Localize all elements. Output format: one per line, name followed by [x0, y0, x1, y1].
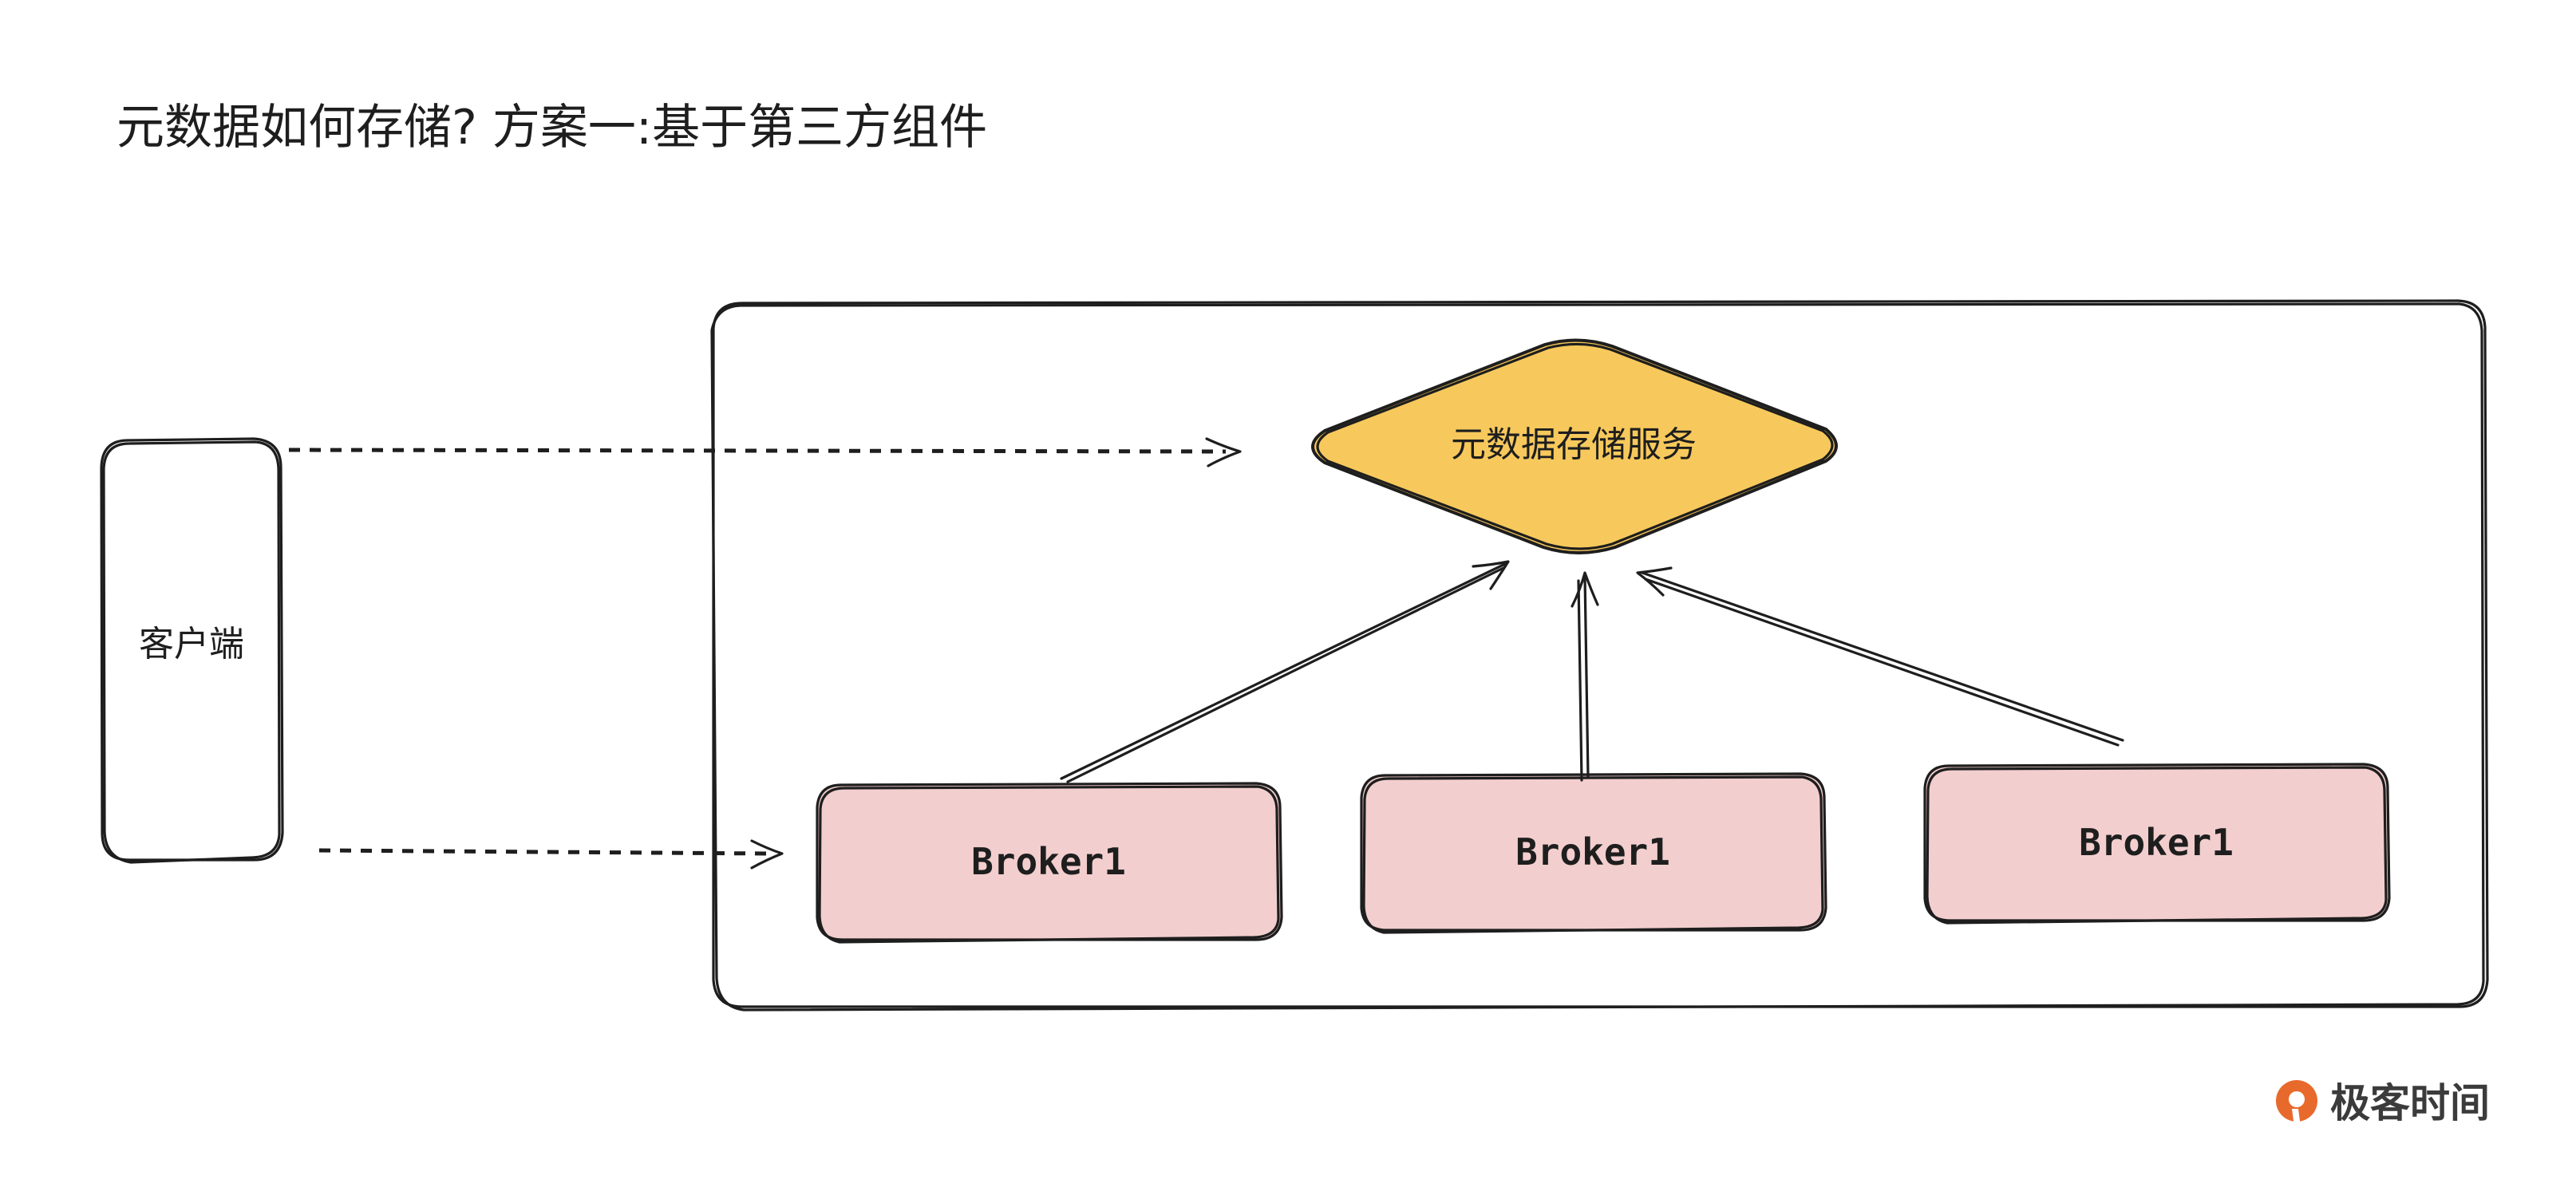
metadata-service-node [1311, 338, 1838, 554]
broker-label-1: Broker1 [971, 840, 1126, 883]
client-label: 客户端 [139, 624, 244, 664]
broker2-to-metadata-arrow [1570, 571, 1599, 782]
brand-logo [2276, 1080, 2317, 1133]
metadata-service-shape [1311, 338, 1838, 554]
client-to-metadata-arrow [288, 437, 1242, 467]
client-box [100, 437, 284, 864]
broker3-to-metadata-arrow [1636, 566, 2124, 747]
client-to-broker-arrow [318, 839, 784, 870]
brand-name: 极客时间 [2330, 1080, 2490, 1126]
broker-node-1 [816, 782, 1283, 944]
broker-label-2: Broker1 [1515, 830, 1670, 873]
cluster-container [710, 299, 2489, 1012]
diagram-title: 元数据如何存储? 方案一:基于第三方组件 [117, 100, 987, 156]
metadata-service-label: 元数据存储服务 [1451, 424, 1697, 465]
broker1-to-metadata-arrow [1060, 560, 1510, 783]
broker-node-3 [1923, 763, 2391, 925]
broker-node-2 [1360, 772, 1827, 934]
broker-label-3: Broker1 [2079, 821, 2234, 864]
